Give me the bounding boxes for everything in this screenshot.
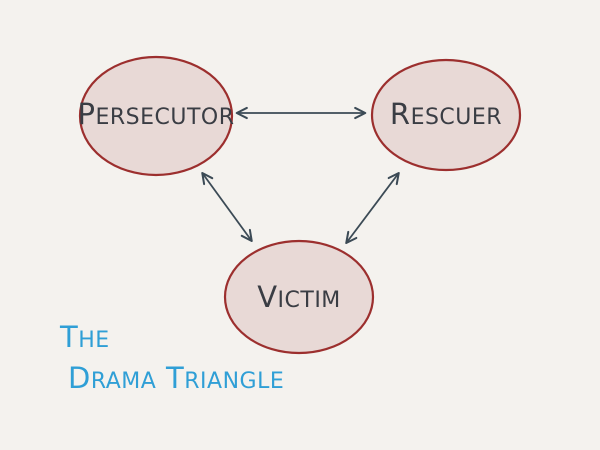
node-rescuer-label: RESCUER — [390, 97, 502, 131]
node-rescuer: RESCUER — [370, 58, 522, 172]
node-victim-label-first: V — [257, 280, 277, 314]
title-line1-first: T — [59, 320, 78, 354]
title-line2-word-1-rest: RIANGLE — [184, 369, 284, 394]
edge-rescuer-victim — [345, 171, 400, 245]
edge-persecutor-victim — [201, 171, 253, 243]
title-line2-word-0-first: D — [68, 361, 91, 395]
title-line2-word-1-first: T — [156, 361, 184, 395]
node-victim-shape — [223, 239, 375, 355]
node-rescuer-label-first: R — [390, 97, 411, 131]
title-line1-rest: HE — [78, 328, 109, 353]
node-persecutor-label: PERSECUTOR — [77, 97, 234, 131]
title-line2-word-0-rest: RAMA — [91, 369, 156, 394]
node-victim: VICTIM — [223, 239, 375, 355]
diagram-title-line2: DRAMA TRIANGLE — [68, 361, 284, 395]
node-rescuer-shape — [370, 58, 522, 172]
node-persecutor-shape — [78, 55, 234, 177]
diagram-title-line1: THE — [59, 320, 110, 354]
node-persecutor: PERSECUTOR — [77, 55, 234, 177]
node-victim-label: VICTIM — [257, 280, 341, 314]
node-persecutor-label-rest: ERSECUTOR — [95, 105, 234, 130]
node-rescuer-label-rest: ESCUER — [411, 105, 503, 130]
node-persecutor-label-first: P — [77, 97, 95, 131]
node-victim-label-rest: ICTIM — [278, 288, 341, 313]
